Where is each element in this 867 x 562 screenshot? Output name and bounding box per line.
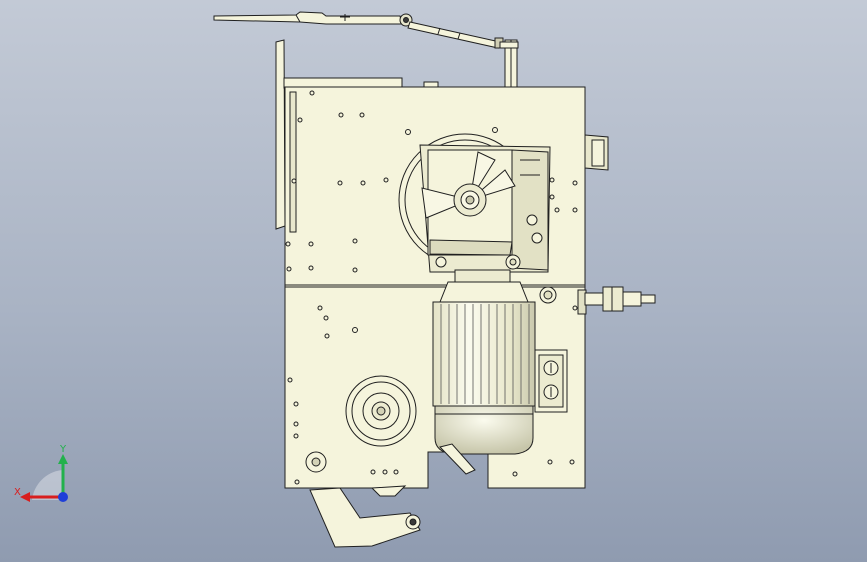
z-axis-dot: [58, 492, 68, 502]
bottom-crank-arm: [309, 485, 421, 548]
x-axis-head: [20, 492, 30, 502]
y-axis-label: Y: [59, 444, 67, 455]
upper-plate-holes: [285, 90, 578, 273]
pulley-wheel: [345, 375, 417, 447]
lower-fittings: [305, 443, 476, 475]
left-side-plate: [275, 39, 439, 230]
motor-terminal-box: [534, 349, 568, 413]
fan-blades: [421, 151, 516, 219]
upper-right-post: [499, 39, 519, 89]
x-axis-label: X: [14, 487, 21, 498]
lower-plate-holes: [287, 305, 578, 485]
axis-triad: Y X: [14, 444, 68, 502]
top-lever-arm: [213, 11, 504, 49]
electric-motor: [432, 301, 536, 455]
y-axis-head: [58, 454, 68, 464]
right-shaft: [584, 286, 656, 312]
motor-flange: [439, 269, 557, 304]
triad-backdrop: [32, 470, 62, 500]
